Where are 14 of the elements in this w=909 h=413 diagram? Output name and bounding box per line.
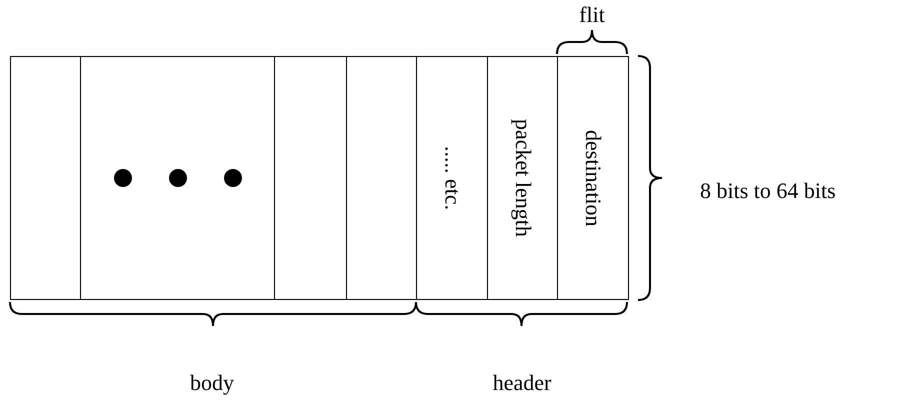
field-cell — [487, 56, 558, 300]
field-cell — [416, 56, 488, 300]
packet-cell — [80, 56, 276, 300]
brace-label: header — [492, 372, 552, 394]
packet-cell — [10, 56, 82, 300]
packet-cell — [346, 56, 418, 300]
field-label: destination — [582, 130, 604, 226]
brace-label: flit — [579, 4, 605, 26]
field-label: packet length — [512, 119, 534, 237]
field-label: ..... etc. — [441, 146, 464, 210]
brace-label: 8 bits to 64 bits — [700, 180, 836, 202]
brace-label: body — [190, 372, 234, 394]
field-cell — [557, 56, 628, 300]
packet-cell — [274, 56, 348, 300]
